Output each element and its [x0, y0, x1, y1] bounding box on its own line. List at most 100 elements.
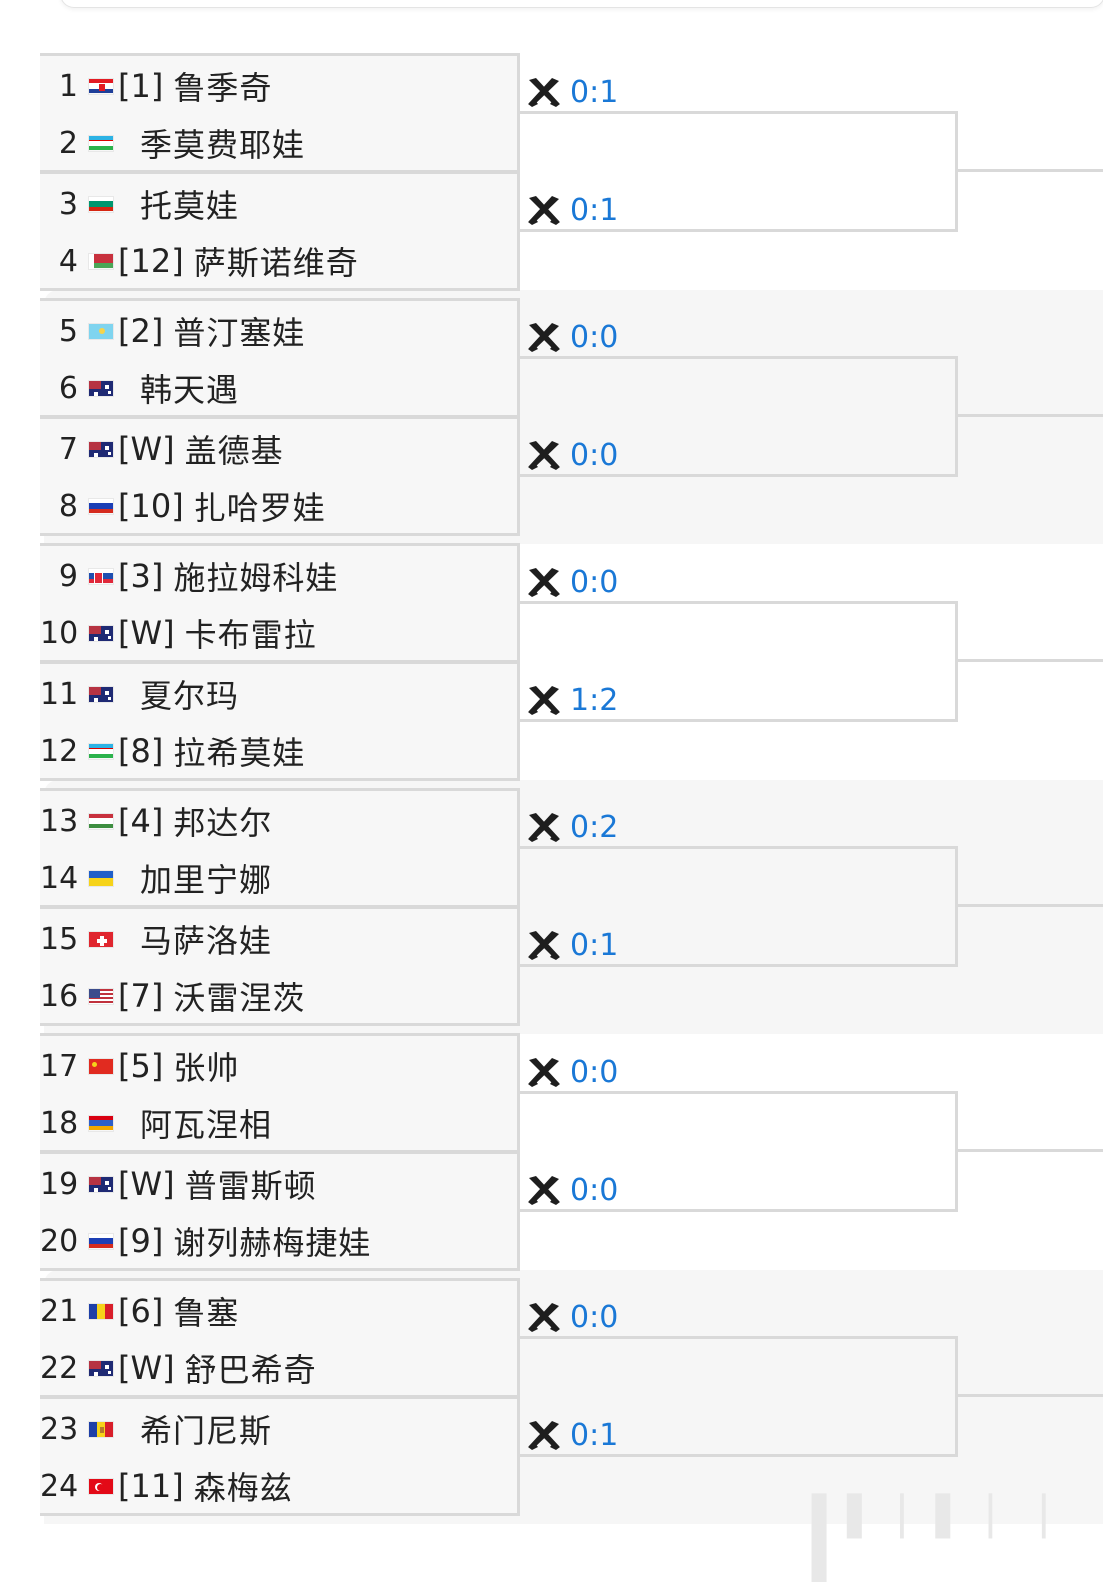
- player-name: 张帅: [173, 1049, 240, 1087]
- player-row[interactable]: 22[W]舒巴希奇: [40, 1339, 520, 1397]
- armenia-flag-icon: [88, 1114, 114, 1132]
- uzbekistan-flag-icon: [88, 742, 114, 760]
- draw-position: 2: [58, 125, 78, 161]
- head-to-head-score[interactable]: 0:0: [526, 1297, 618, 1337]
- seed-label: [7]: [118, 977, 164, 1015]
- seed-label: [12]: [118, 242, 184, 280]
- australia-flag-icon: [88, 440, 114, 458]
- player-row[interactable]: 8[10]扎哈罗娃: [40, 477, 520, 535]
- player-row[interactable]: 2 季莫费耶娃: [40, 114, 520, 172]
- crossed-rackets-icon: [526, 439, 562, 471]
- player-row[interactable]: 5[2]普汀塞娃: [40, 302, 520, 360]
- head-to-head-score[interactable]: 0:0: [526, 562, 618, 602]
- draw-position: 14: [40, 860, 79, 896]
- player-row[interactable]: 1 [1]鲁季奇: [40, 57, 520, 115]
- player-name: 马萨洛娃: [140, 922, 273, 960]
- player-row[interactable]: 15 马萨洛娃: [40, 910, 520, 968]
- bracket-connector: [520, 111, 958, 232]
- andorra-flag-icon: [88, 1420, 114, 1438]
- seed-label: [9]: [118, 1222, 164, 1260]
- head-to-head-score[interactable]: 0:1: [526, 72, 618, 112]
- player-row[interactable]: 9[3]施拉姆科娃: [40, 547, 520, 605]
- draw-position: 4: [58, 243, 78, 279]
- head-to-head-score[interactable]: 0:1: [526, 1415, 618, 1455]
- head-to-head-score[interactable]: 1:2: [526, 680, 618, 720]
- bracket-connector-out: [958, 169, 1103, 172]
- seed-label: [W]: [118, 430, 175, 468]
- head-to-head-score[interactable]: 0:0: [526, 317, 618, 357]
- australia-flag-icon: [88, 624, 114, 642]
- head-to-head-score[interactable]: 0:0: [526, 1052, 618, 1092]
- switzerland-flag-icon: [88, 930, 114, 948]
- score-value: 0:0: [570, 437, 619, 473]
- player-name: 普雷斯顿: [184, 1167, 317, 1205]
- australia-flag-icon: [88, 379, 114, 397]
- player-row[interactable]: 10[W]卡布雷拉: [40, 604, 520, 662]
- player-row[interactable]: 12[8]拉希莫娃: [40, 722, 520, 780]
- romania-flag-icon: [88, 1302, 114, 1320]
- head-to-head-score[interactable]: 0:1: [526, 925, 618, 965]
- seed-label: [4]: [118, 802, 164, 840]
- bracket-connector-out: [958, 1394, 1103, 1397]
- score-value: 0:0: [570, 1172, 619, 1208]
- seed-label: [W]: [118, 614, 175, 652]
- player-name: 拉希莫娃: [173, 734, 306, 772]
- seed-label: [W]: [118, 1349, 175, 1387]
- player-name: 盖德基: [184, 432, 284, 470]
- draw-position: 20: [40, 1223, 79, 1259]
- crossed-rackets-icon: [526, 1174, 562, 1206]
- draw-position: 16: [40, 978, 79, 1014]
- crossed-rackets-icon: [526, 684, 562, 716]
- score-value: 0:1: [570, 74, 619, 110]
- seed-label: [3]: [118, 557, 164, 595]
- player-name: 季莫费耶娃: [140, 126, 306, 164]
- draw-position: 15: [40, 921, 79, 957]
- match-card[interactable]: 1 [1]鲁季奇 2 季莫费耶娃: [40, 53, 520, 173]
- player-name: 阿瓦涅相: [140, 1106, 273, 1144]
- head-to-head-score[interactable]: 0:0: [526, 1170, 618, 1210]
- player-row[interactable]: 21[6]鲁塞: [40, 1282, 520, 1340]
- player-row[interactable]: 4 [12]萨斯诺维奇: [40, 232, 520, 290]
- player-row[interactable]: 17[5]张帅: [40, 1037, 520, 1095]
- seed-label: [W]: [118, 1165, 175, 1203]
- player-name: 森梅兹: [193, 1469, 293, 1507]
- draw-position: 6: [58, 370, 78, 406]
- draw-position: 9: [58, 558, 78, 594]
- seed-label: [8]: [118, 732, 164, 770]
- player-name: 夏尔玛: [140, 677, 240, 715]
- player-row[interactable]: 19[W]普雷斯顿: [40, 1155, 520, 1213]
- head-to-head-score[interactable]: 0:0: [526, 435, 618, 475]
- seed-label: [1]: [118, 67, 164, 105]
- player-name: 萨斯诺维奇: [193, 244, 359, 282]
- player-name: 鲁季奇: [173, 69, 273, 107]
- player-row[interactable]: 13[4]邦达尔: [40, 792, 520, 850]
- player-row[interactable]: 7[W]盖德基: [40, 420, 520, 478]
- head-to-head-score[interactable]: 0:2: [526, 807, 618, 847]
- australia-flag-icon: [88, 685, 114, 703]
- kazakhstan-flag-icon: [88, 322, 114, 340]
- player-row[interactable]: 16[7]沃雷涅茨: [40, 967, 520, 1025]
- player-row[interactable]: 20[9]谢列赫梅捷娃: [40, 1212, 520, 1270]
- draw-position: 1: [58, 68, 78, 104]
- score-value: 0:1: [570, 192, 619, 228]
- player-row[interactable]: 24[11]森梅兹: [40, 1457, 520, 1515]
- head-to-head-score[interactable]: 0:1: [526, 190, 618, 230]
